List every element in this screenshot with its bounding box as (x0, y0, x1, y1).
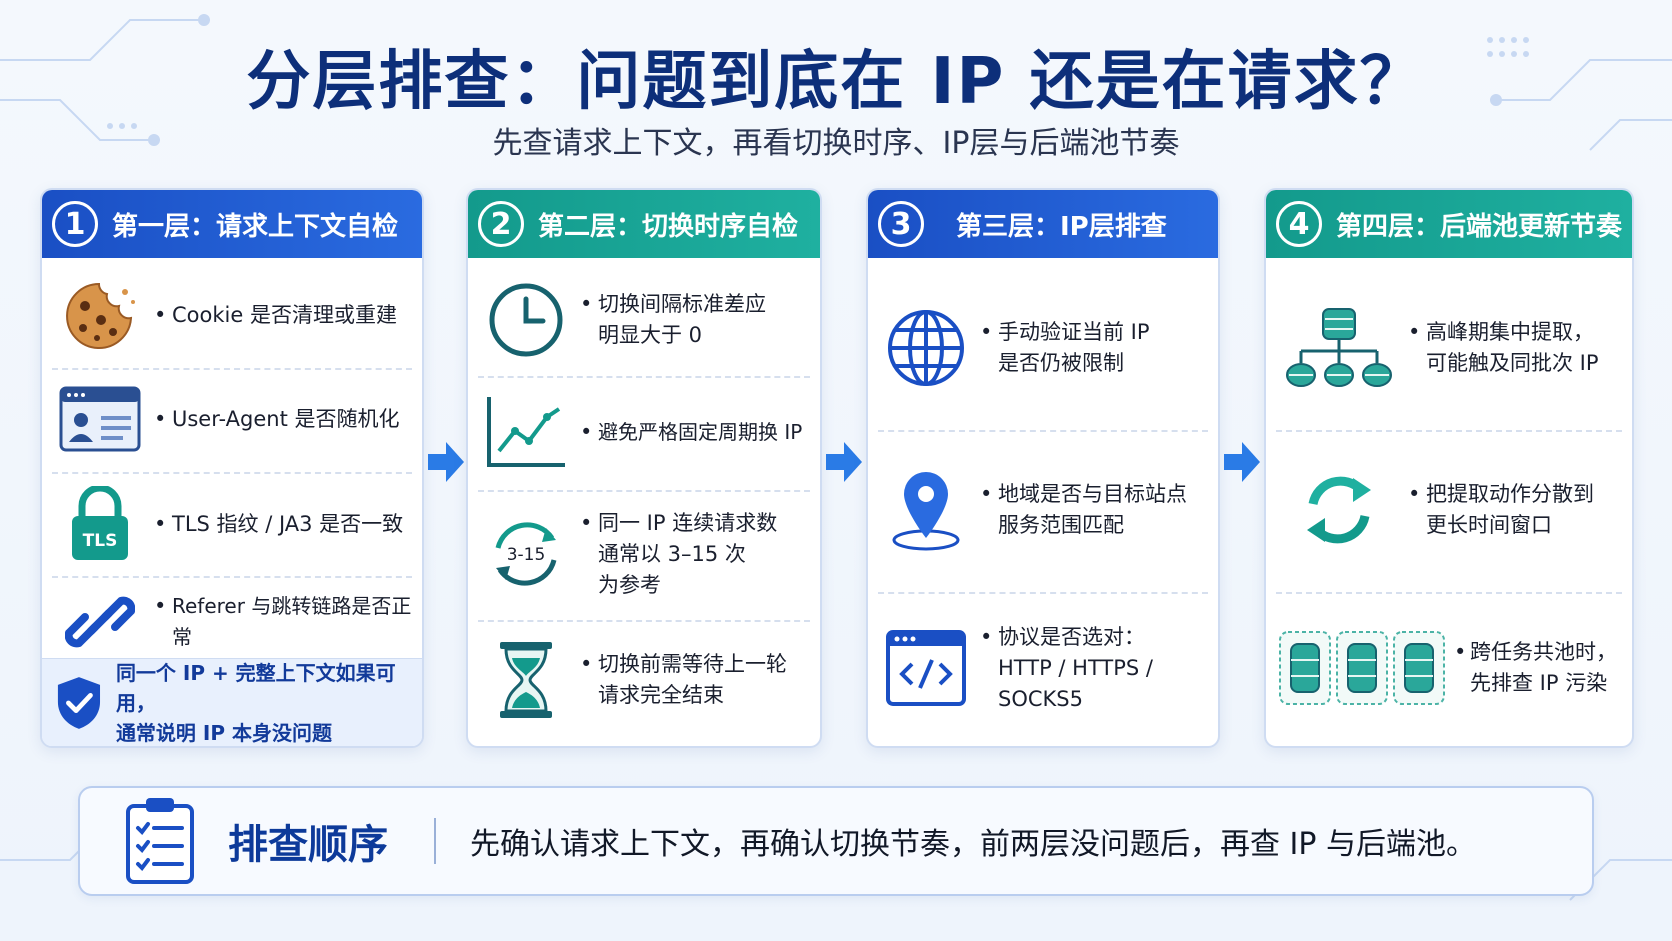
layer-1-item-1: Cookie 是否清理或重建 (50, 270, 414, 360)
layer-1-item-2: User-Agent 是否随机化 (50, 372, 414, 466)
layer-1-item-3: TLS TLS 指纹 / JA3 是否一致 (50, 476, 414, 572)
layer-4-item-1: 高峰期集中提取， 可能触及同批次 IP (1274, 274, 1624, 422)
layer-card-4: 4 第四层：后端池更新节奏 高峰期集中提取， (1264, 188, 1634, 748)
clock-icon (489, 283, 563, 357)
layer-card-1: 1 第一层：请求上下文自检 Cookie 是否清理或重建 (40, 188, 424, 748)
layer-2-item-4-line-2: 请求完全结束 (598, 683, 724, 707)
layer-2-title: 第二层：切换时序自检 (538, 211, 799, 242)
link-icon (65, 596, 135, 648)
page-subtitle: 先查请求上下文，再看切换时序、IP层与后端池节奏 (492, 126, 1180, 161)
layer-2-item-3-line-1: 同一 IP 连续请求数 (598, 510, 778, 535)
layer-4-header: 4 第四层：后端池更新节奏 (1266, 190, 1632, 258)
layer-3-item-2: 地域是否与目标站点 服务范围匹配 (876, 436, 1210, 584)
layer-1-item-4-text: Referer 与跳转链路是否正常 (150, 591, 414, 653)
layer-2-item-1-line-2: 明显大于 0 (598, 323, 703, 347)
layer-1-item-4: Referer 与跳转链路是否正常 (50, 580, 414, 664)
line-chart-icon (487, 397, 565, 467)
layer-2-item-2: 避免严格固定周期换 IP (476, 380, 812, 484)
clipboard-checklist-icon (126, 798, 194, 884)
layer-2-item-3-line-3: 为参考 (598, 572, 661, 597)
layer-4-item-2-line-2: 更长时间窗口 (1426, 513, 1552, 537)
database-tree-icon (1286, 308, 1392, 387)
layer-1-header: 1 第一层：请求上下文自检 (42, 190, 422, 258)
hourglass-icon (500, 642, 552, 718)
layer-3-number: 3 (878, 201, 924, 247)
layer-3-item-2-line-2: 服务范围匹配 (998, 513, 1124, 537)
flow-arrow-3 (1224, 442, 1260, 482)
troubleshooting-order-banner: 排查顺序 先确认请求上下文，再确认切换节奏，前两层没问题后，再查 IP 与后端池… (78, 786, 1594, 896)
cycle-count-label: 3-15 (507, 545, 546, 565)
code-window-icon (886, 630, 966, 706)
layer-3-item-3-line-2: HTTP / HTTPS / (998, 655, 1153, 680)
layer-2-item-4: 切换前需等待上一轮 请求完全结束 (476, 624, 812, 736)
layer-3-item-3-line-3: SOCKS5 (998, 686, 1083, 711)
flow-arrow-2 (826, 442, 862, 482)
layer-3-title: 第三层：IP层排查 (956, 211, 1167, 242)
layer-2-item-1-line-1: 切换间隔标准差应 (598, 292, 766, 316)
layer-3-item-2-line-1: 地域是否与目标站点 (998, 482, 1187, 506)
layer-4-number: 4 (1276, 201, 1322, 247)
layer-1-number: 1 (52, 201, 98, 247)
layer-4-item-3-line-2: 先排查 IP 污染 (1470, 671, 1608, 695)
layer-2-item-1: 切换间隔标准差应 明显大于 0 (476, 270, 812, 370)
page-title: 分层排查：问题到底在 IP 还是在请求？ (246, 45, 1426, 119)
shared-pools-icon (1279, 631, 1445, 705)
shield-check-icon (57, 676, 101, 729)
layer-2-item-4-line-1: 切换前需等待上一轮 (598, 652, 787, 676)
layer-3-item-3-line-1: 协议是否选对： (998, 624, 1145, 649)
layer-3-item-1-line-2: 是否仍被限制 (998, 351, 1124, 375)
layer-card-2: 2 第二层：切换时序自检 切换间隔标准差应 明显大于 0 避免严格固定周期换 I… (466, 188, 822, 748)
layer-1-item-2-text: User-Agent 是否随机化 (150, 404, 399, 435)
layer-2-header: 2 第二层：切换时序自检 (468, 190, 820, 258)
banner-title: 排查顺序 (228, 822, 388, 868)
layer-4-item-2-line-1: 把提取动作分散到 (1426, 482, 1594, 506)
layer-3-item-1: 手动验证当前 IP 是否仍被限制 (876, 274, 1210, 422)
layer-1-note-line-2: 通常说明 IP 本身没问题 (115, 720, 332, 745)
layer-1-item-1-text: Cookie 是否清理或重建 (150, 300, 397, 331)
tls-icon-label: TLS (83, 531, 118, 551)
layer-3-item-1-line-1: 手动验证当前 IP (998, 320, 1150, 344)
tls-lock-icon: TLS (72, 486, 128, 560)
flow-arrow-1 (428, 442, 464, 482)
layer-4-item-2: 把提取动作分散到 更长时间窗口 (1274, 436, 1624, 584)
refresh-icon (1307, 476, 1371, 544)
layer-2-item-2-text: 避免严格固定周期换 IP (576, 417, 802, 448)
layer-2-item-3: 3-15 同一 IP 连续请求数 通常以 3–15 次 为参考 (476, 494, 812, 614)
user-agent-icon (59, 386, 141, 452)
layer-1-note-line-1: 同一个 IP + 完整上下文如果可用， (115, 660, 396, 715)
layer-2-number: 2 (478, 201, 524, 247)
layer-4-item-1-line-2: 可能触及同批次 IP (1426, 351, 1599, 375)
layer-1-note: 同一个 IP + 完整上下文如果可用， 通常说明 IP 本身没问题 (42, 658, 422, 746)
layer-4-title: 第四层：后端池更新节奏 (1336, 211, 1623, 242)
layer-3-header: 3 第三层：IP层排查 (868, 190, 1218, 258)
layer-card-3: 3 第三层：IP层排查 手动验证当前 IP 是否仍被限制 (866, 188, 1220, 748)
banner-text: 先确认请求上下文，再确认切换节奏，前两层没问题后，再查 IP 与后端池。 (470, 827, 1477, 862)
location-pin-icon (892, 472, 960, 551)
layer-1-title: 第一层：请求上下文自检 (112, 211, 399, 242)
layer-2-item-3-line-2: 通常以 3–15 次 (598, 541, 746, 566)
globe-icon (888, 310, 964, 386)
banner-divider (434, 818, 436, 864)
cycle-count-icon: 3-15 (495, 522, 557, 586)
cookie-icon (66, 282, 135, 349)
layer-4-item-3-line-1: 跨任务共池时， (1470, 640, 1617, 664)
layer-4-item-3: 跨任务共池时， 先排查 IP 污染 (1274, 596, 1624, 740)
layer-4-item-1-line-1: 高峰期集中提取， (1426, 320, 1594, 344)
layer-1-item-3-text: TLS 指纹 / JA3 是否一致 (150, 509, 403, 540)
layer-3-item-3: 协议是否选对： HTTP / HTTPS / SOCKS5 (876, 596, 1210, 740)
